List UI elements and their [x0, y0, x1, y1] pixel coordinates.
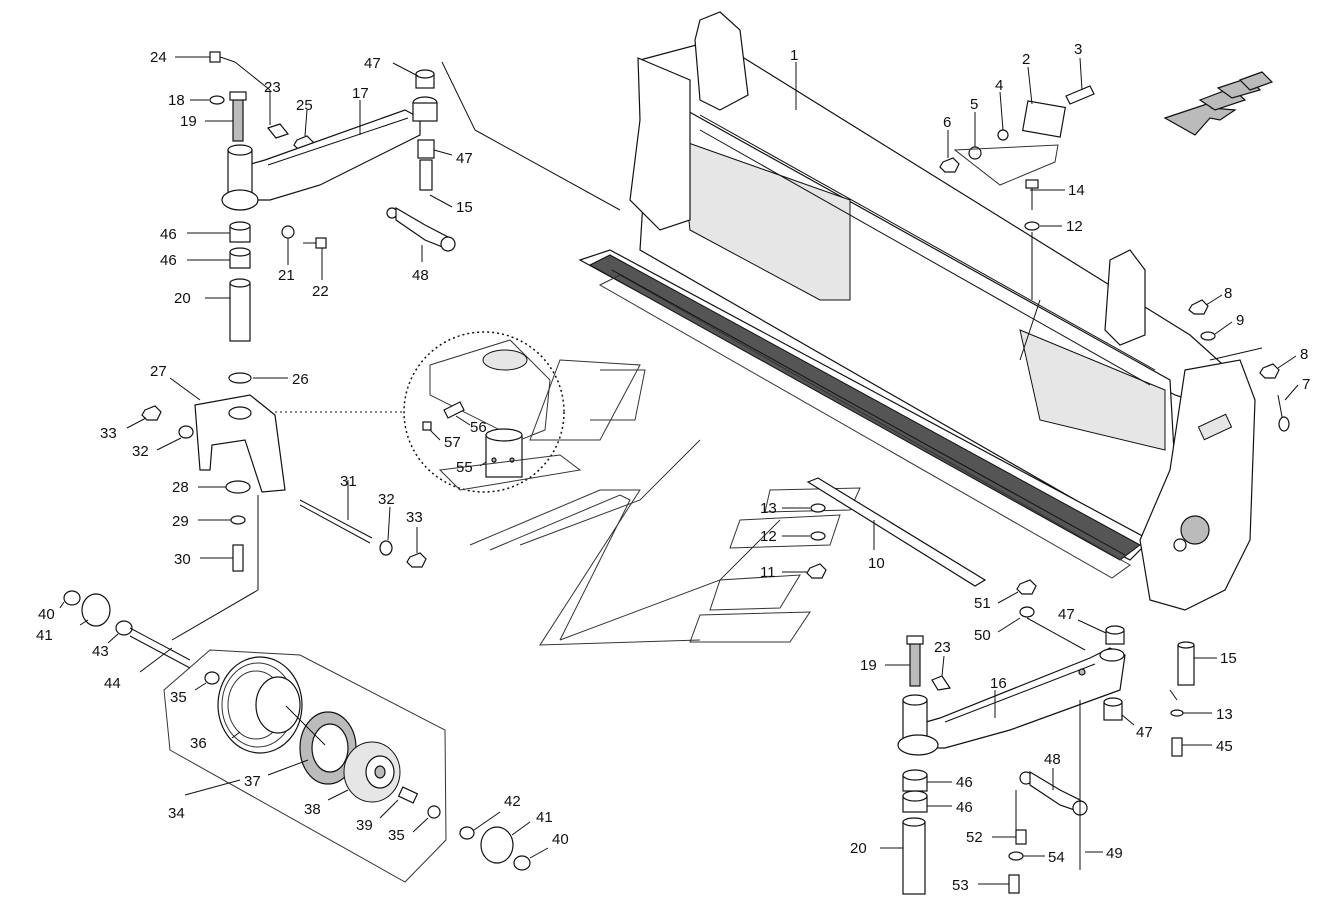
callout-40: 40	[552, 831, 569, 848]
callout-40: 40	[38, 606, 55, 623]
callout-42: 42	[504, 793, 521, 810]
callout-37: 37	[244, 773, 261, 790]
callout-47: 47	[456, 150, 473, 167]
mower-housing	[578, 11, 1256, 611]
frame-outline	[469, 369, 861, 646]
callout-8: 8	[1224, 285, 1232, 302]
callout-33: 33	[100, 425, 117, 442]
left-arm-assembly	[126, 51, 621, 641]
callout-54: 54	[1048, 849, 1065, 866]
callout-56: 56	[470, 419, 487, 436]
callout-20: 20	[850, 840, 867, 857]
callout-35: 35	[388, 827, 405, 844]
scraper-bar	[782, 299, 1041, 587]
callout-47: 47	[1136, 724, 1153, 741]
callout-55: 55	[456, 459, 473, 476]
callout-32: 32	[132, 443, 149, 460]
callout-23: 23	[264, 79, 281, 96]
wheel-assembly	[59, 590, 549, 883]
callout-29: 29	[172, 513, 189, 530]
callout-22: 22	[312, 283, 329, 300]
callout-23: 23	[934, 639, 951, 656]
callout-4: 4	[995, 77, 1003, 94]
callout-13: 13	[1216, 706, 1233, 723]
callout-32: 32	[378, 491, 395, 508]
detail-inset	[270, 331, 641, 493]
callout-6: 6	[943, 114, 951, 131]
callout-10: 10	[868, 555, 885, 572]
callout-15: 15	[1220, 650, 1237, 667]
callout-41: 41	[36, 627, 53, 644]
callout-43: 43	[92, 643, 109, 660]
callout-48: 48	[1044, 751, 1061, 768]
callout-35: 35	[170, 689, 187, 706]
callout-46: 46	[160, 226, 177, 243]
callout-7: 7	[1302, 376, 1310, 393]
turnbuckle-left	[386, 206, 456, 262]
callout-52: 52	[966, 829, 983, 846]
callout-18: 18	[168, 92, 185, 109]
callout-53: 53	[952, 877, 969, 894]
callout-47: 47	[1058, 606, 1075, 623]
callout-12: 12	[760, 528, 777, 545]
callout-16: 16	[990, 675, 1007, 692]
callout-5: 5	[970, 96, 978, 113]
callout-12: 12	[1066, 218, 1083, 235]
callout-48: 48	[412, 267, 429, 284]
callout-15: 15	[456, 199, 473, 216]
callout-17: 17	[352, 85, 369, 102]
callout-9: 9	[1236, 312, 1244, 329]
callout-21: 21	[278, 267, 295, 284]
callout-11: 11	[760, 564, 776, 581]
callout-2: 2	[1022, 51, 1030, 68]
callout-19: 19	[860, 657, 877, 674]
callout-25: 25	[296, 97, 313, 114]
callout-41: 41	[536, 809, 553, 826]
callout-46: 46	[160, 252, 177, 269]
callout-57: 57	[444, 434, 461, 451]
callout-3: 3	[1074, 41, 1082, 58]
callout-30: 30	[174, 551, 191, 568]
callout-31: 31	[340, 473, 357, 490]
callout-44: 44	[104, 675, 121, 692]
callout-51: 51	[974, 595, 991, 612]
callout-50: 50	[974, 627, 991, 644]
right-arm-assembly	[880, 579, 1217, 895]
callout-27: 27	[150, 363, 167, 380]
callout-26: 26	[292, 371, 309, 388]
callout-38: 38	[304, 801, 321, 818]
callout-8: 8	[1300, 346, 1308, 363]
callout-28: 28	[172, 479, 189, 496]
callout-49: 49	[1106, 845, 1123, 862]
callout-45: 45	[1216, 738, 1233, 755]
callout-39: 39	[356, 817, 373, 834]
callout-labels: 1 2 3 4 5 6 7 8 8 9 10 11 12 12 13 13 14…	[36, 41, 1310, 894]
callout-13: 13	[760, 500, 777, 517]
callout-36: 36	[190, 735, 207, 752]
callout-47: 47	[364, 55, 381, 72]
travel-direction-arrow-icon	[1163, 71, 1274, 136]
callout-33: 33	[406, 509, 423, 526]
callout-14: 14	[1068, 182, 1085, 199]
callout-24: 24	[150, 49, 167, 66]
callout-19: 19	[180, 113, 197, 130]
callout-46: 46	[956, 774, 973, 791]
top-right-hardware	[939, 57, 1299, 432]
turnbuckle-right	[1019, 700, 1103, 870]
callout-20: 20	[174, 290, 191, 307]
callout-46: 46	[956, 799, 973, 816]
callout-1: 1	[790, 47, 798, 64]
callout-34: 34	[168, 805, 185, 822]
flail-teeth	[588, 254, 1141, 579]
